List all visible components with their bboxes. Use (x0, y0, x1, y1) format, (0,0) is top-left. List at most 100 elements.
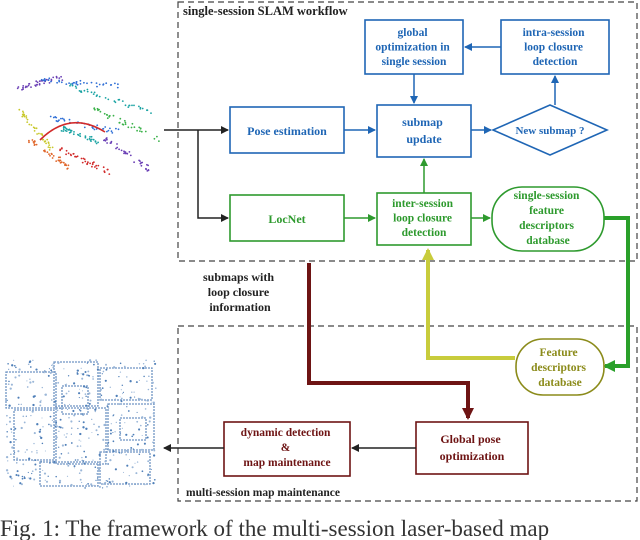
scan-point (60, 81, 63, 84)
map-point (21, 475, 24, 478)
map-point (10, 477, 13, 480)
single-db-line-1: single-session (514, 190, 580, 202)
scan-point (65, 83, 68, 85)
map-point (114, 450, 117, 453)
scan-point (33, 140, 36, 143)
map-point (63, 434, 65, 436)
scan-point (65, 127, 67, 130)
scan-point (18, 108, 21, 111)
scan-point (106, 130, 108, 133)
map-point (82, 460, 85, 462)
scan-point (75, 81, 78, 84)
map-point (153, 478, 156, 481)
scan-point (128, 104, 131, 107)
map-point (49, 371, 52, 375)
map-point (67, 375, 70, 377)
map-point (65, 392, 68, 395)
map-point (115, 421, 117, 424)
scan-point (25, 117, 28, 119)
map-point (48, 368, 50, 370)
map-point (109, 432, 112, 435)
map-point (39, 435, 41, 437)
map-point (27, 477, 29, 479)
map-point (125, 449, 128, 452)
map-point (79, 409, 82, 412)
scan-point (46, 151, 49, 154)
map-point (13, 359, 15, 361)
map-point (52, 363, 54, 365)
map-point (138, 363, 141, 365)
map-point (77, 459, 79, 461)
map-point (15, 439, 17, 441)
map-point (91, 418, 93, 420)
map-point (9, 475, 12, 478)
scan-point (79, 132, 81, 135)
scan-point (60, 147, 63, 150)
scan-point (23, 114, 25, 117)
scan-point (32, 126, 35, 129)
scan-point (54, 116, 57, 118)
scan-point (73, 81, 75, 84)
submaps-annotation: submaps with loop closure information (203, 270, 277, 314)
map-point (44, 450, 46, 452)
scan-point (45, 78, 48, 81)
scan-point (139, 130, 141, 133)
scan-point (120, 149, 123, 152)
scan-point (28, 82, 31, 85)
scan-point (70, 154, 72, 157)
database-to-feature-db-arrow (603, 216, 630, 372)
global-optimization-box (364, 19, 464, 75)
map-point (129, 380, 132, 383)
map-point (73, 414, 76, 417)
scan-point (67, 164, 70, 167)
scan-point (94, 166, 96, 168)
map-point (16, 457, 19, 460)
scan-to-locnet-arrow (197, 130, 229, 222)
scan-point (57, 156, 60, 159)
map-point (93, 363, 95, 366)
scan-point (55, 160, 58, 163)
map-point (119, 396, 121, 398)
scan-point (121, 123, 124, 126)
scan-point (118, 98, 121, 101)
scan-point (93, 161, 95, 164)
map-point (99, 388, 102, 391)
map-point (115, 394, 118, 398)
map-point (54, 419, 56, 421)
scan-point (75, 156, 78, 158)
map-point (128, 475, 130, 477)
scan-point (26, 85, 28, 88)
scan-point (79, 135, 82, 138)
scan-point (95, 164, 98, 167)
scan-point (116, 86, 119, 89)
map-point (79, 478, 82, 481)
map-point (16, 462, 18, 464)
feature-db-line-3: database (538, 377, 581, 389)
map-point (22, 415, 25, 418)
scan-point (47, 142, 50, 145)
map-point (5, 423, 8, 426)
map-point (82, 421, 85, 424)
scan-point (48, 77, 51, 80)
map-point (45, 480, 49, 483)
map-point (82, 426, 85, 429)
map-point (48, 423, 50, 426)
map-point (47, 374, 50, 377)
map-point (34, 463, 37, 466)
map-point (112, 414, 115, 416)
map-point (29, 381, 32, 384)
map-point (72, 409, 75, 413)
map-point (32, 359, 34, 361)
map-point (56, 409, 59, 412)
map-point (26, 380, 28, 382)
map-point (78, 408, 81, 411)
map-point (68, 403, 71, 406)
map-point (151, 401, 153, 403)
global-pose-optimization-box (415, 421, 529, 475)
scan-point (49, 115, 52, 118)
map-point (53, 460, 56, 463)
scan-point (68, 118, 71, 121)
scan-point (124, 151, 127, 154)
map-point (145, 399, 147, 402)
